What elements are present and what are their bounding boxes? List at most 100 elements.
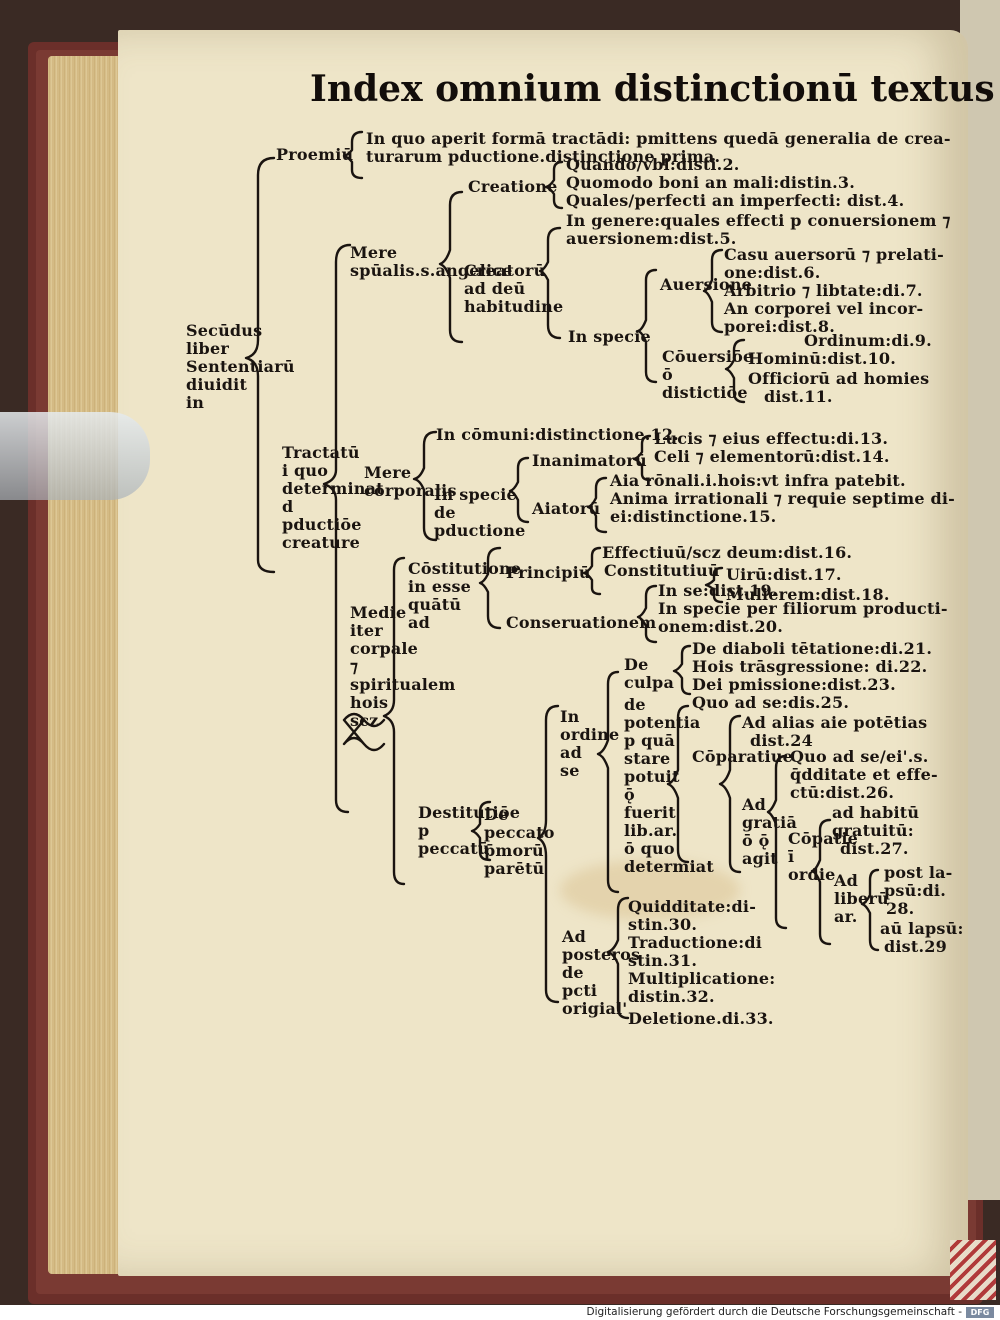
creatione-item-2: Quomodo boni an mali:distin.3. bbox=[566, 173, 855, 192]
cons-item-3: onem:dist.20. bbox=[658, 617, 783, 636]
tractatus-label: Tractatū i quo determinat d pductiōe cre… bbox=[282, 443, 384, 552]
root-label: Secūdus liber Sententiarū diuidit in bbox=[186, 321, 295, 412]
proemium-label: Proemiū bbox=[276, 145, 354, 164]
bracket-potentia bbox=[666, 704, 690, 864]
bracket-root bbox=[244, 156, 276, 574]
post-lapsum-5: dist.29 bbox=[884, 937, 947, 956]
ad-liberum-label: Ad liberū ar. bbox=[834, 871, 889, 926]
auersione-item-1: Casu auersorū ⁊ prelati- bbox=[724, 245, 944, 264]
bracket-corp-species bbox=[508, 456, 530, 524]
ad-alias-1: Ad alias aie potētias bbox=[742, 713, 928, 732]
ad-alias-2: dist.24 bbox=[750, 731, 813, 750]
de-potentia-label: de potentia p quā stare potuit ǭ fuerit … bbox=[624, 695, 714, 876]
bracket-conservationem bbox=[636, 584, 658, 644]
creatione-label: Creatione bbox=[468, 177, 558, 196]
culpa-item-3: Dei pmissione:dist.23. bbox=[692, 675, 896, 694]
in-ordine-label: In ordine ad se bbox=[560, 707, 620, 780]
creatione-item-1: Quando/vbi:disti.2. bbox=[566, 155, 740, 174]
animatorum-label: Aiatorū bbox=[532, 499, 601, 518]
conuersione-item-2: Hominū:dist.10. bbox=[748, 349, 897, 368]
page-edges bbox=[48, 56, 128, 1274]
destitutione-label: Destitutiōe p peccatū bbox=[418, 803, 521, 858]
bracket-peccato bbox=[536, 704, 560, 1004]
conuersione-item-3: Officiorū ad homies bbox=[748, 369, 930, 388]
bookmark-ribbon bbox=[950, 1240, 996, 1300]
bracket-comparatiue2 bbox=[810, 818, 832, 946]
post-lapsum-2: psū:di. bbox=[884, 881, 946, 900]
posteros-item-2: stin.30. bbox=[628, 915, 698, 934]
bracket-constitutione bbox=[478, 546, 502, 630]
ad-posteros-label: Ad posteros de pcti origial' bbox=[562, 927, 641, 1018]
de-peccato-label: De peccato p̄morū parētū bbox=[484, 805, 555, 878]
creatorum-label: Creatorū ad deū habitudine bbox=[464, 261, 564, 316]
quo-ad-se-eius-2: q̄dditate et effe- bbox=[790, 765, 938, 784]
quo-ad-se: Quo ad se:dis.25. bbox=[692, 693, 850, 712]
in-genere-line-1: In genere:quales effecti p conuersionem … bbox=[566, 211, 951, 230]
page-title: Index omnium distinctionū textus bbox=[310, 68, 995, 110]
post-lapsum-3: 28. bbox=[886, 899, 915, 918]
constitutione-label: Cōstitutione in esse quātū ad bbox=[408, 559, 522, 632]
bracket-spiritualis bbox=[438, 190, 464, 344]
bracket-culpa bbox=[672, 644, 692, 696]
animatorum-item-1: Aia rōnali.i.hois:vt infra patebit. bbox=[610, 471, 906, 490]
bracket-creatione bbox=[544, 160, 564, 210]
quo-ad-se-eius-1: Quo ad se/ei'.s. bbox=[790, 747, 929, 766]
de-culpa-label: De culpa bbox=[624, 655, 675, 692]
posteros-item-6: distin.32. bbox=[628, 987, 715, 1006]
conuersione-item-1: Ordinum:di.9. bbox=[804, 331, 932, 350]
root-text: Secūdus liber Sententiarū diuidit in bbox=[186, 321, 295, 412]
constitutiuum-label: Constitutiuū bbox=[604, 561, 720, 580]
bracket-corporalis bbox=[412, 430, 438, 542]
spiritualis-label: Mere spūalis.s.angelice bbox=[350, 243, 513, 280]
auersione-item-4: An corporei vel incor- bbox=[724, 299, 924, 318]
bracket-creatorum bbox=[538, 226, 562, 340]
bracket-destitutione bbox=[470, 800, 492, 862]
proemium-line-2: turarum pductione.distinctione prima. bbox=[366, 147, 721, 166]
auersione-item-2: one:dist.6. bbox=[724, 263, 821, 282]
auersione-item-3: Arbitrio ⁊ libtate:di.7. bbox=[724, 281, 923, 300]
bracket-principium bbox=[582, 546, 602, 596]
ad-habitum-2: gratuitū: bbox=[832, 821, 914, 840]
dfg-logo: DFG bbox=[966, 1307, 994, 1318]
bracket-auersione bbox=[702, 248, 724, 334]
paper-stain bbox=[560, 860, 740, 920]
vir-item-1: Uirū:dist.17. bbox=[726, 565, 842, 584]
auersione-item-5: porei:dist.8. bbox=[724, 317, 835, 336]
animatorum-item-2: Anima irrationali ⁊ requie septime di- bbox=[610, 489, 955, 508]
comparatiue2-label: Cōpatie ī ordie bbox=[788, 830, 858, 884]
inanimatorum-item-2: Celi ⁊ elementorū:dist.14. bbox=[654, 447, 890, 466]
footer-bar: Digitalisierung gefördert durch die Deut… bbox=[0, 1305, 1000, 1320]
bracket-constitutiuum bbox=[704, 566, 724, 604]
vir-item-2: Mulierem:dist.18. bbox=[726, 585, 890, 604]
bracket-gratiam bbox=[766, 754, 788, 930]
creatione-item-3: Quales/perfecti an imperfecti: dist.4. bbox=[566, 191, 905, 210]
comparatiue-label: Cōparatiue bbox=[692, 748, 793, 766]
conseruationem-label: Conseruationem bbox=[506, 613, 657, 632]
plastic-page-tab bbox=[0, 412, 150, 500]
quo-ad-se-eius-3: ctū:dist.26. bbox=[790, 783, 895, 802]
posteros-item-4: stin.31. bbox=[628, 951, 698, 970]
bracket-animatorum bbox=[586, 476, 608, 534]
effectiuum: Effectiuū/scz deum:dist.16. bbox=[602, 543, 853, 562]
bracket-tractatus bbox=[322, 243, 352, 814]
conuersione-label: Cōuersiōe ō distictiōe bbox=[662, 347, 754, 402]
bracket-lapsum bbox=[860, 868, 880, 952]
bracket-posteros bbox=[606, 896, 630, 1020]
corp-in-specie-label: In specie de pductione bbox=[434, 485, 526, 540]
corporalis-label: Mere corporalis bbox=[364, 463, 457, 500]
posteros-item-5: Multiplicatione: bbox=[628, 969, 776, 988]
posteros-item-7: Deletione.di.33. bbox=[628, 1009, 774, 1028]
culpa-item-2: Hois trāsgressione: di.22. bbox=[692, 657, 928, 676]
posteros-item-1: Quidditate:di- bbox=[628, 897, 757, 916]
bracket-proemium bbox=[342, 130, 364, 180]
ad-gratiam-label: Ad gratiā ō ǭ agit bbox=[742, 795, 798, 868]
bracket-in-specie bbox=[636, 268, 658, 384]
conuersione-item-4: dist.11. bbox=[764, 387, 833, 406]
inanimatorum-label: Inanimatorū bbox=[532, 451, 647, 470]
bracket-comparatiue bbox=[718, 714, 742, 874]
in-communi: In cōmuni:distinctione.12. bbox=[436, 425, 679, 444]
bracket-conuersione bbox=[724, 338, 746, 404]
in-genere-line-2: auersionem:dist.5. bbox=[566, 229, 737, 248]
